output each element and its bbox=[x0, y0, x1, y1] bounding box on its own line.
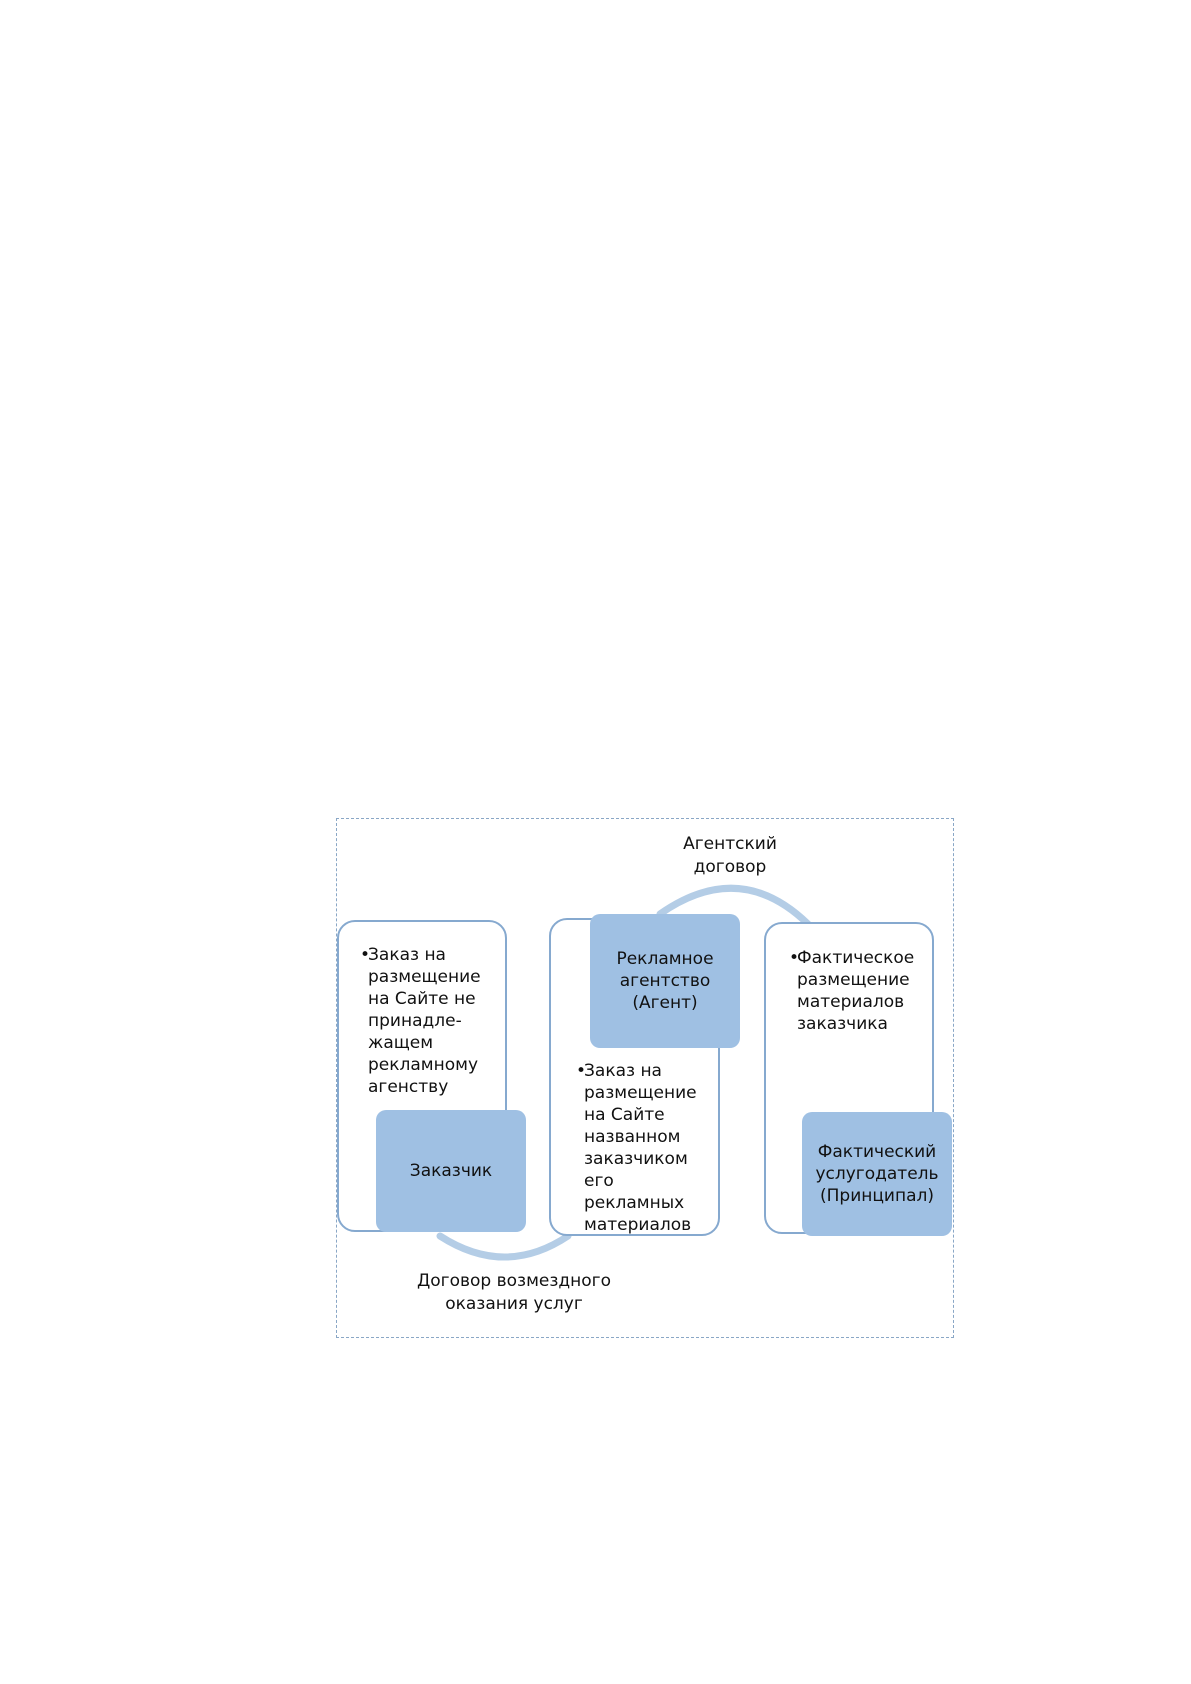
customer-box: Заказчик bbox=[376, 1110, 526, 1232]
agency-box: Рекламное агентство (Агент) bbox=[590, 914, 740, 1048]
bullet-dot: • bbox=[789, 948, 800, 968]
principal-box: Фактический услугодатель (Принципал) bbox=[802, 1112, 952, 1236]
service-contract-label: Договор возмездного оказания услуг bbox=[416, 1271, 611, 1314]
principal-bullet-text: •Фактическое размещение материалов заказ… bbox=[789, 948, 915, 1034]
bullet-dot: • bbox=[360, 945, 371, 965]
diagram-frame bbox=[336, 818, 954, 1338]
bullet-dot: • bbox=[576, 1061, 587, 1081]
agency-bullet-text: •Заказ на размещение на Сайте названном … bbox=[576, 1061, 697, 1235]
customer-bullet-text: •Заказ на размещение на Сайте не принадл… bbox=[360, 945, 481, 1097]
agent-contract-label: Агентский договор bbox=[683, 834, 777, 877]
